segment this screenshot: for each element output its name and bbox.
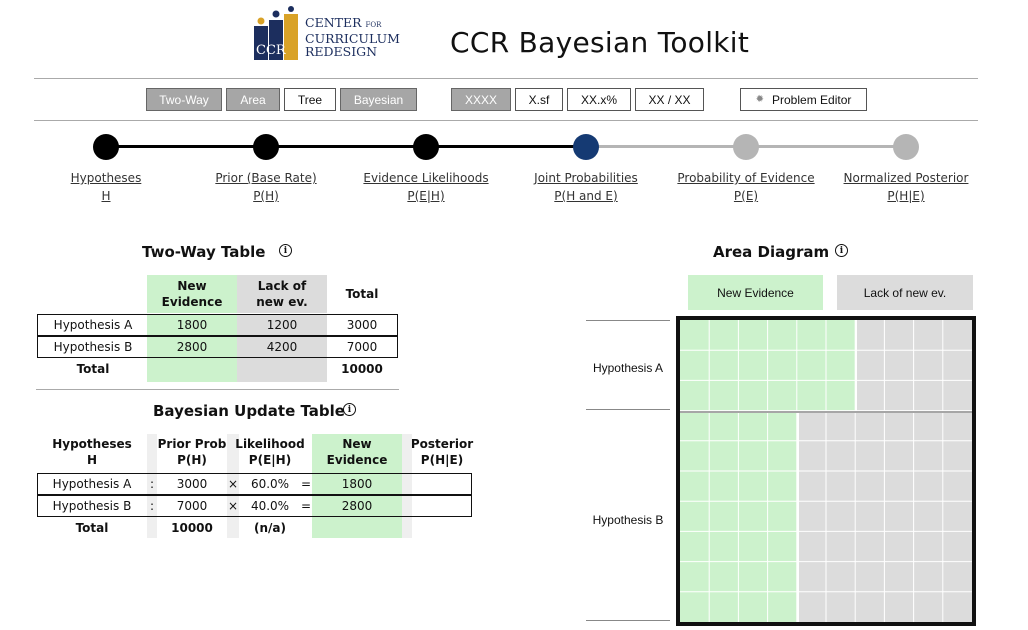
step-node-5[interactable] <box>733 134 759 160</box>
step-link-2[interactable]: Prior (Base Rate)P(H) <box>215 171 317 203</box>
cell-posterior <box>412 495 472 517</box>
two-way-title: Two-Way Table <box>142 243 266 261</box>
col-lack-evidence: Lack of new ev. <box>237 275 327 313</box>
step-node-2[interactable] <box>253 134 279 160</box>
problem-editor-button[interactable]: ✹ Problem Editor <box>740 88 867 111</box>
total-prior: 10000 <box>171 521 213 535</box>
svg-text:CCR: CCR <box>256 43 287 58</box>
step-node-3[interactable] <box>413 134 439 160</box>
times-sign: × <box>227 499 239 513</box>
lack-col-fill <box>237 314 327 382</box>
cell-lack: 1200 <box>266 318 298 332</box>
cell-lack: 4200 <box>266 340 298 354</box>
view-area-button[interactable]: Area <box>226 88 280 111</box>
section-divider <box>36 389 399 390</box>
cell-prior: 7000 <box>176 499 208 513</box>
area-info-icon[interactable]: i <box>835 244 848 257</box>
post-gap-fill <box>402 434 412 538</box>
problem-editor-label: Problem Editor <box>772 92 852 107</box>
step-node-1[interactable] <box>93 134 119 160</box>
table-row <box>37 473 472 495</box>
step-node-4[interactable] <box>573 134 599 160</box>
table-row <box>37 314 398 336</box>
cell-total: 3000 <box>346 318 378 332</box>
times-col-fill <box>227 434 239 538</box>
row-label: Hypothesis B <box>52 499 132 513</box>
grand-total: 10000 <box>341 362 383 376</box>
toolbar-divider <box>34 120 978 121</box>
cell-total: 7000 <box>346 340 378 354</box>
row-label: Hypothesis A <box>52 477 132 491</box>
new-evidence-col-fill <box>312 434 402 538</box>
area-a-lack <box>857 320 972 411</box>
view-two-way-button[interactable]: Two-Way <box>146 88 222 111</box>
area-row-b-label: Hypothesis B <box>592 512 664 527</box>
area-title: Area Diagram <box>713 243 830 261</box>
row-divider <box>586 409 670 410</box>
equals-sign: = <box>300 477 312 491</box>
evidence-col-fill <box>147 314 237 382</box>
cell-new-evidence: 2800 <box>341 499 373 513</box>
area-col-evidence: New Evidence <box>688 275 823 310</box>
area-grid <box>680 320 972 622</box>
view-tree-button[interactable]: Tree <box>284 88 336 111</box>
two-way-info-icon[interactable]: i <box>279 244 292 257</box>
separator-col-fill <box>147 434 157 538</box>
logo-mark-icon: CCR <box>254 6 298 60</box>
area-col-lack: Lack of new ev. <box>837 275 973 310</box>
cell-evidence: 2800 <box>176 340 208 354</box>
row-divider <box>586 320 670 321</box>
times-sign: × <box>227 477 239 491</box>
area-diagram <box>680 320 972 622</box>
separator: : <box>149 499 155 513</box>
ccr-logo: CCR CENTER FOR CURRICULUM REDESIGN <box>254 6 404 60</box>
area-row-a-label: Hypothesis A <box>592 360 664 375</box>
cell-evidence: 1800 <box>176 318 208 332</box>
cell-likelihood: 60.0% <box>250 477 290 491</box>
equals-sign: = <box>300 499 312 513</box>
format-fraction-button[interactable]: XX / XX <box>635 88 704 111</box>
progress-track-done <box>106 145 586 148</box>
logo-wordmark: CENTER FOR CURRICULUM REDESIGN <box>305 15 400 59</box>
gear-icon: ✹ <box>755 94 764 105</box>
row-label: Hypothesis B <box>53 340 133 354</box>
cell-prior: 3000 <box>176 477 208 491</box>
header-divider <box>34 78 978 79</box>
table-row <box>37 336 398 358</box>
total-row-label: Total <box>76 362 110 376</box>
total-row-label: Total <box>75 521 109 535</box>
step-node-6[interactable] <box>893 134 919 160</box>
row-divider <box>586 620 670 621</box>
cell-posterior <box>412 473 472 495</box>
bayes-title: Bayesian Update Table <box>153 402 345 420</box>
view-bayesian-button[interactable]: Bayesian <box>340 88 417 111</box>
col-total: Total <box>345 287 379 301</box>
cell-likelihood: 40.0% <box>250 499 290 513</box>
cell-new-evidence: 1800 <box>341 477 373 491</box>
bayes-new-evidence-header: New Evidence <box>326 437 388 467</box>
format-sigfig-button[interactable]: X.sf <box>515 88 563 111</box>
separator: : <box>149 477 155 491</box>
bayes-info-icon[interactable]: i <box>343 403 356 416</box>
format-percent-button[interactable]: XX.x% <box>567 88 631 111</box>
row-label: Hypothesis A <box>53 318 133 332</box>
format-count-button[interactable]: XXXX <box>451 88 511 111</box>
page-title: CCR Bayesian Toolkit <box>450 26 750 59</box>
total-likelihood: (n/a) <box>254 521 286 535</box>
col-new-evidence: New Evidence <box>147 275 237 313</box>
table-row <box>37 495 472 517</box>
